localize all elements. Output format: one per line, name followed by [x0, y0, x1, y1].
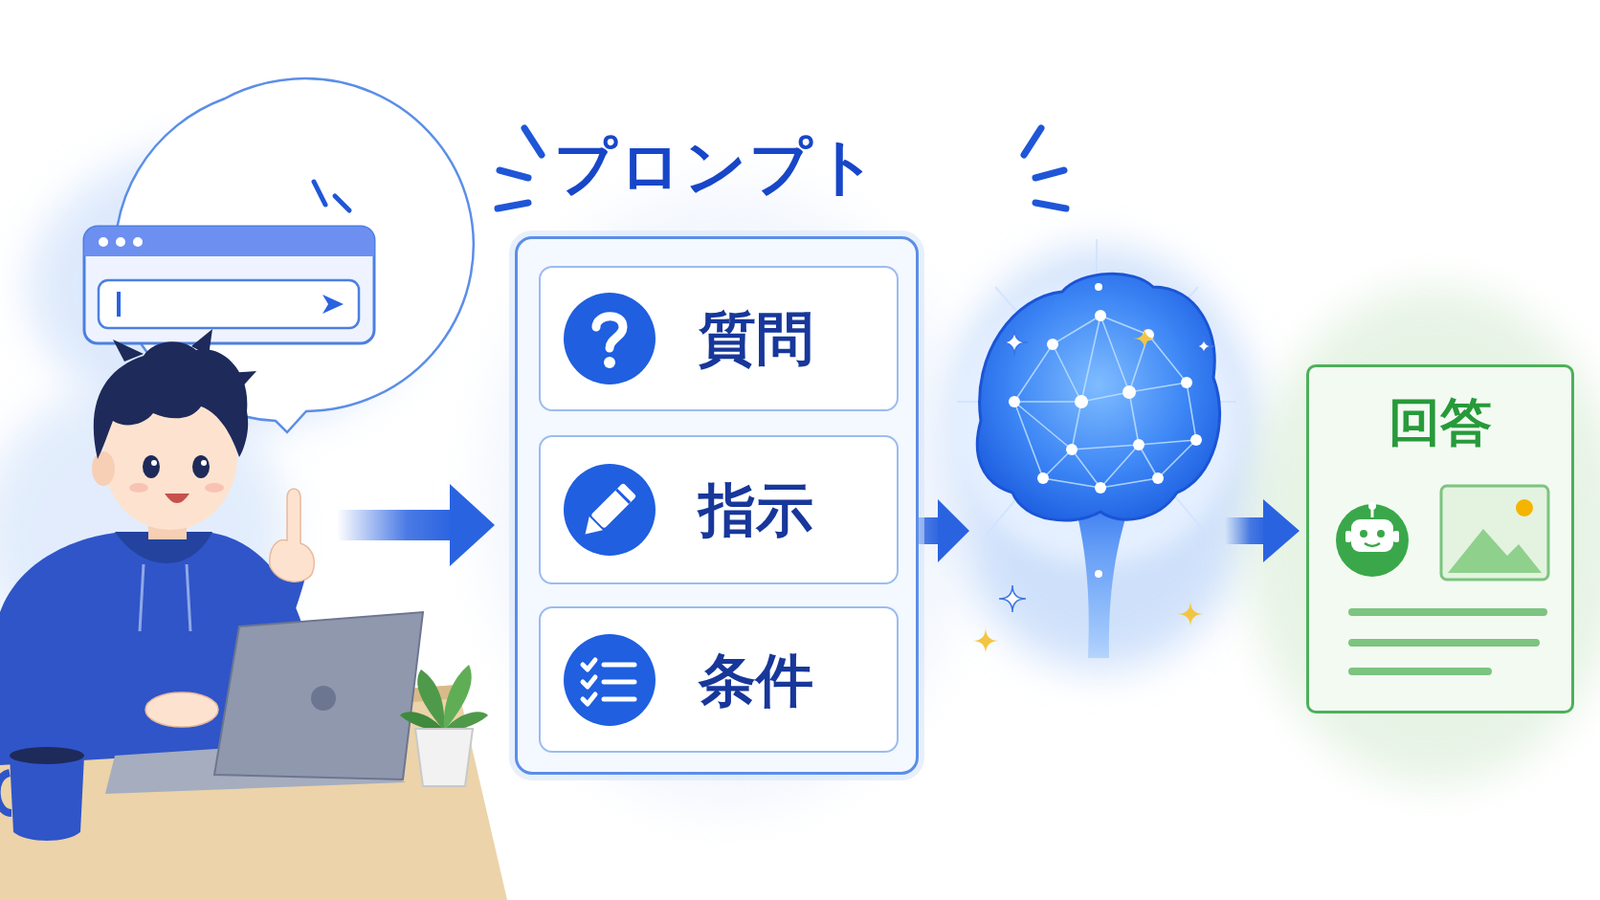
laptop [105, 612, 423, 795]
prompt-item-box: 指示 [538, 435, 899, 585]
answer-card: 回答 [1306, 364, 1575, 714]
watercolor-wash [0, 143, 1600, 814]
answer-heading: 回答 [1309, 392, 1572, 455]
item-label: 条件 [698, 645, 814, 715]
coffee-mug [0, 747, 85, 842]
item-label: 指示 [698, 475, 814, 545]
prompt-item-box: 条件 [538, 606, 899, 754]
checklist-icon [561, 632, 658, 729]
prompt-panel: プロンプト 質問 指示 条件 [514, 236, 919, 776]
prompt-item-box: 質問 [538, 266, 899, 412]
plant [400, 665, 489, 787]
question-icon [561, 290, 658, 387]
pencil-icon [561, 462, 658, 558]
item-label: 質問 [698, 304, 814, 374]
sparkle [972, 327, 1214, 655]
panel-heading: プロンプト [441, 130, 993, 204]
ai-brain [953, 239, 1241, 659]
